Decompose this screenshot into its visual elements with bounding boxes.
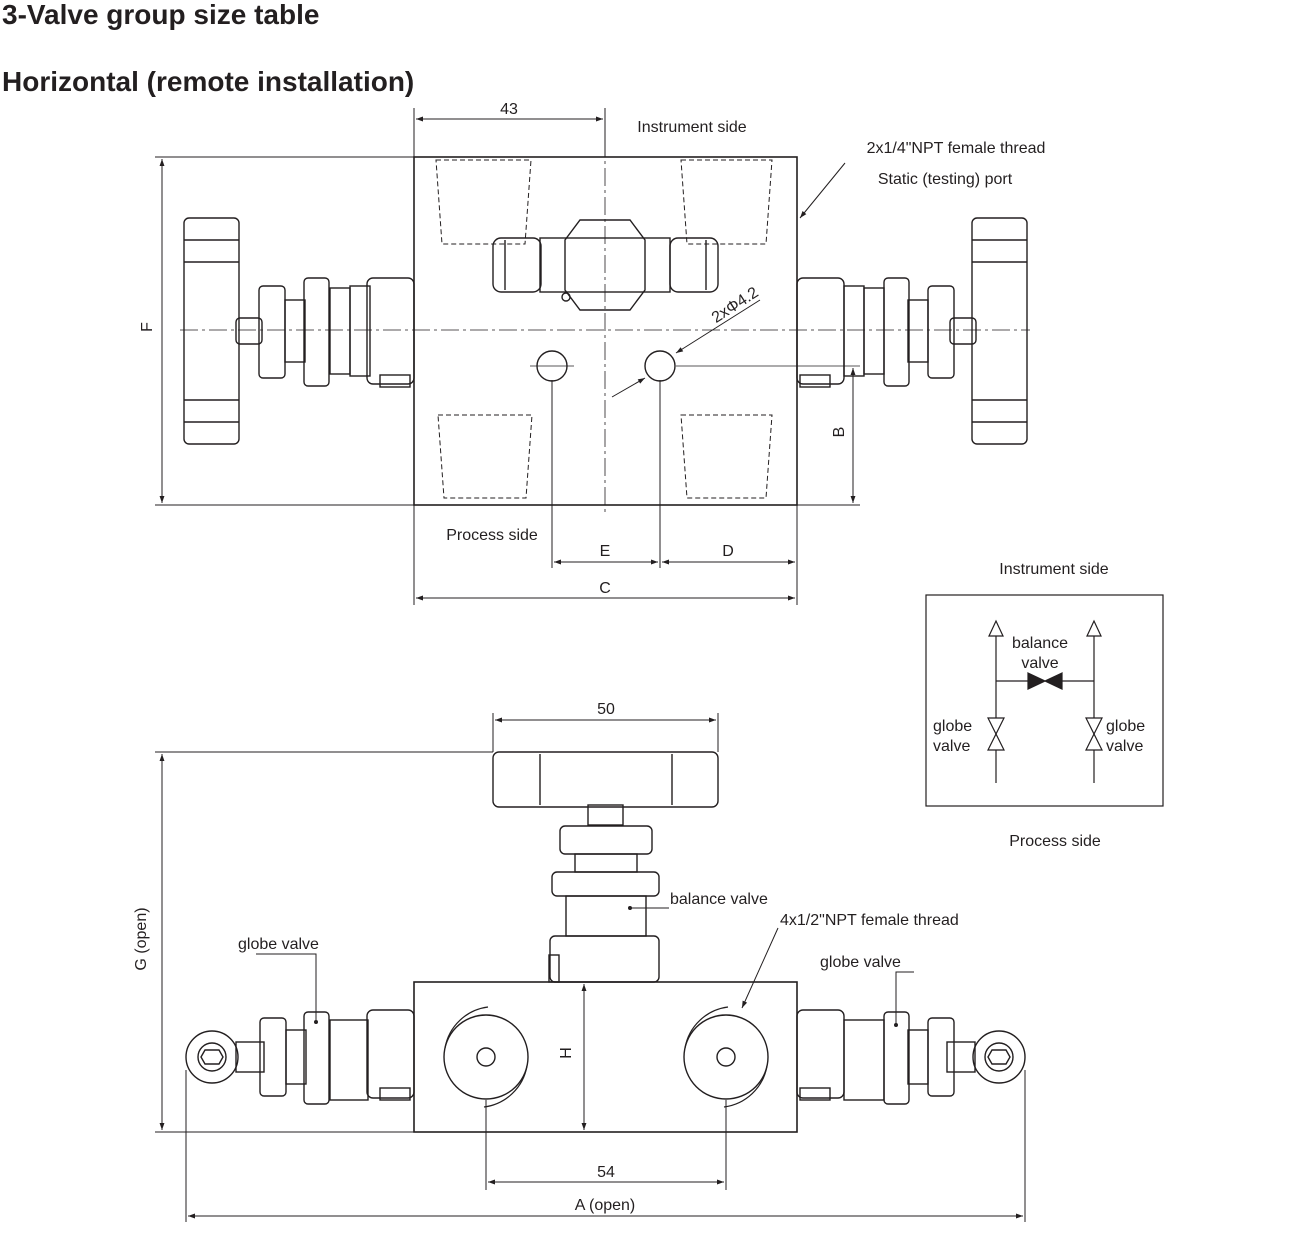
left-globe-valve-front (185, 1009, 415, 1105)
dim-A-label: A (open) (575, 1197, 635, 1214)
front-dimensions (155, 713, 1026, 1222)
thread-note-label: 2x1/4"NPT female thread (867, 140, 1046, 157)
dashed-ports (435, 159, 773, 499)
left-globe-valve-top (183, 217, 415, 445)
top-view-labels: 43 Instrument side 2x1/4"NPT female thre… (139, 101, 1045, 597)
schematic-globe-left-line1: globe (933, 718, 972, 735)
process-side-label: Process side (446, 527, 538, 544)
balance-valve-symbol (1027, 672, 1063, 690)
dim-B-label: B (831, 427, 848, 438)
dim-F-label: F (139, 322, 156, 332)
top-dimensions (155, 108, 860, 605)
leader-dots (314, 906, 898, 1027)
dim-C-label: C (599, 580, 611, 597)
instrument-arrow-left (988, 619, 1004, 637)
schematic-globe-right-line1: globe (1106, 718, 1145, 735)
right-globe-valve-top (796, 217, 1028, 445)
mounting-hole-right (644, 350, 676, 382)
globe-valve-left-label: globe valve (238, 936, 319, 953)
schematic-labels: Instrument side Process side balance val… (933, 561, 1145, 850)
dim-E-label: E (600, 543, 611, 560)
globe-valve-right-label: globe valve (820, 954, 901, 971)
valve-schematic (925, 594, 1164, 807)
schematic-box (925, 594, 1164, 807)
instrument-arrow-right (1086, 619, 1102, 637)
dim-D-label: D (722, 543, 734, 560)
schematic-process-side: Process side (1009, 833, 1101, 850)
schematic-globe-right-line2: valve (1106, 738, 1143, 755)
front-view (185, 751, 1026, 1133)
schematic-instrument-side: Instrument side (999, 561, 1108, 578)
front-port-right (683, 1006, 769, 1108)
balance-valve-top (492, 219, 719, 311)
instrument-side-label: Instrument side (637, 119, 746, 136)
globe-valve-symbol-right (1085, 717, 1103, 751)
dim-54-label: 54 (597, 1164, 615, 1181)
schematic-balance-line2: valve (1021, 655, 1058, 672)
globe-valve-symbol-left (987, 717, 1005, 751)
balance-valve-front (492, 751, 719, 983)
front-thread-note: 4x1/2"NPT female thread (780, 912, 959, 929)
schematic-globe-left-line2: valve (933, 738, 970, 755)
balance-valve-label: balance valve (670, 891, 768, 908)
dim-43-label: 43 (500, 101, 518, 118)
front-view-labels: 50 balance valve 4x1/2"NPT female thread… (133, 701, 959, 1214)
front-port-left (443, 1006, 529, 1108)
schematic-balance-line1: balance (1012, 635, 1068, 652)
page-title: 3-Valve group size table (2, 0, 320, 30)
front-manifold-body (413, 981, 798, 1133)
page-subtitle: Horizontal (remote installation) (2, 66, 415, 97)
dim-G-label: G (open) (133, 907, 150, 970)
manifold-body (413, 156, 798, 506)
static-port-label: Static (testing) port (878, 171, 1013, 188)
top-view (180, 110, 1030, 515)
right-globe-valve-front (796, 1009, 1026, 1105)
dim-H-label: H (558, 1047, 575, 1059)
dim-50-label: 50 (597, 701, 615, 718)
hole-note-label: 2xΦ4.2 (709, 284, 762, 327)
center-lines (180, 110, 1030, 515)
